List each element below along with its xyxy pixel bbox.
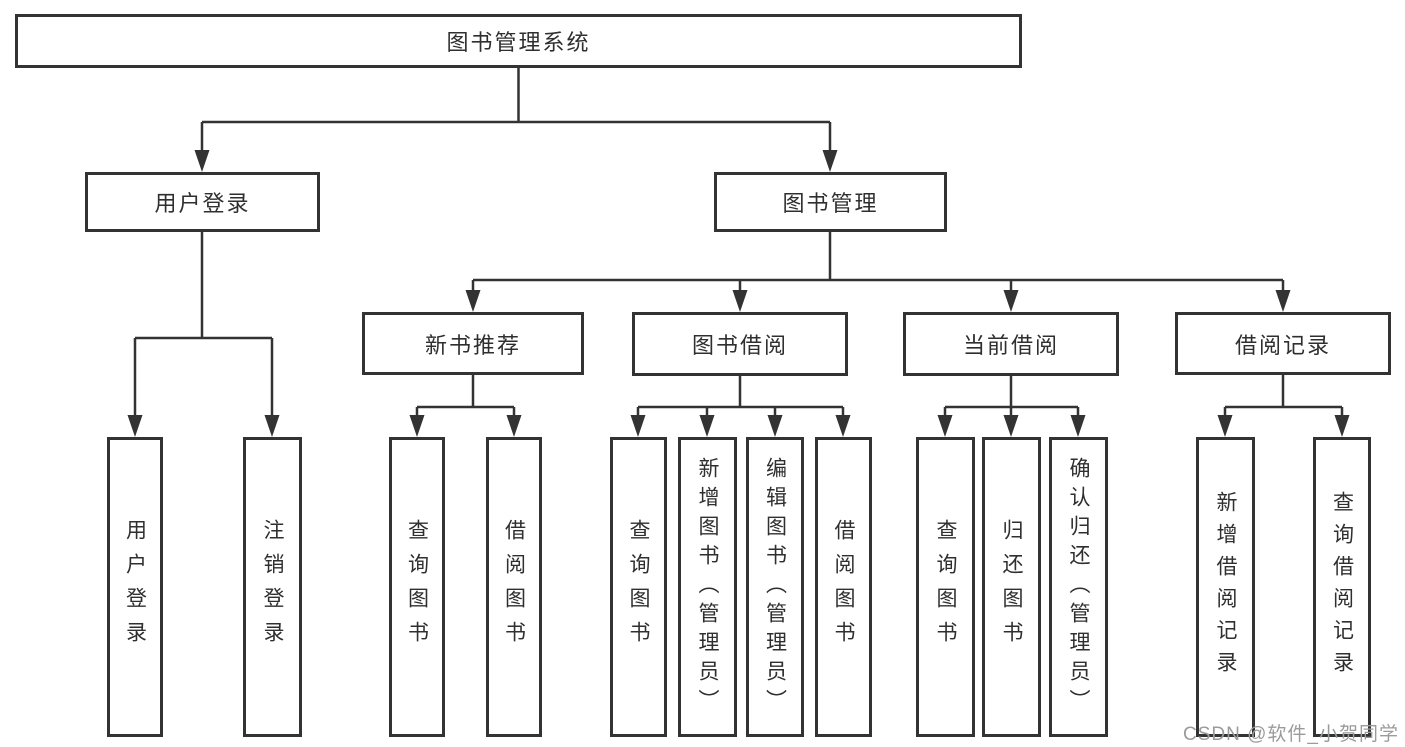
node-library-management-system: 图书管理系统 [15,14,1022,68]
leaf-label: 确认归还（管理员） [1067,456,1090,718]
leaf-label: 查询图书 [627,519,650,655]
node-book-borrowing: 图书借阅 [632,312,848,376]
csdn-watermark: CSDN @软件_小贺同学 [1183,724,1399,745]
node-label: 图书管理系统 [446,30,591,55]
node-label: 当前借阅 [962,333,1059,358]
node-new-book-recommendation: 新书推荐 [362,312,584,375]
leaf-query-books-3: 查询图书 [916,437,975,737]
leaf-query-books-2: 查询图书 [610,437,667,737]
node-user-login: 用户登录 [85,172,320,232]
leaf-borrow-books-2: 借阅图书 [815,437,872,737]
node-label: 图书管理 [782,191,879,216]
leaf-label: 查询图书 [934,519,957,655]
leaf-label: 借阅图书 [832,519,855,655]
leaf-label: 编辑图书（管理员） [763,456,787,718]
leaf-label: 借阅图书 [502,519,526,655]
arrowheads [127,150,1350,437]
leaf-logout: 注销登录 [243,437,302,737]
node-current-borrowing: 当前借阅 [903,312,1119,376]
leaf-label: 新增图书（管理员） [696,456,719,718]
leaf-user-login: 用户登录 [107,437,163,737]
leaf-add-books-admin: 新增图书（管理员） [678,437,737,737]
leaf-label: 注销登录 [261,519,284,655]
leaf-query-books-1: 查询图书 [389,437,445,737]
leaf-label: 归还图书 [1000,519,1023,655]
node-label: 借阅记录 [1234,332,1331,358]
node-borrowing-records: 借阅记录 [1175,312,1391,375]
node-label: 用户登录 [154,191,251,216]
leaf-label: 查询借阅记录 [1330,491,1354,683]
leaf-edit-books-admin: 编辑图书（管理员） [746,437,804,737]
leaf-borrow-books-1: 借阅图书 [486,437,542,737]
leaf-confirm-return-admin: 确认归还（管理员） [1049,437,1108,737]
node-label: 图书借阅 [691,333,788,358]
leaf-label: 用户登录 [123,519,147,655]
leaf-add-borrow-record: 新增借阅记录 [1196,437,1255,737]
node-book-management: 图书管理 [714,172,947,232]
leaf-return-books: 归还图书 [982,437,1041,737]
elbow-connectors [133,68,1344,418]
leaf-query-borrow-record: 查询借阅记录 [1313,437,1371,737]
leaf-label: 新增借阅记录 [1214,491,1237,683]
node-label: 新书推荐 [424,332,521,358]
leaf-label: 查询图书 [405,519,429,655]
